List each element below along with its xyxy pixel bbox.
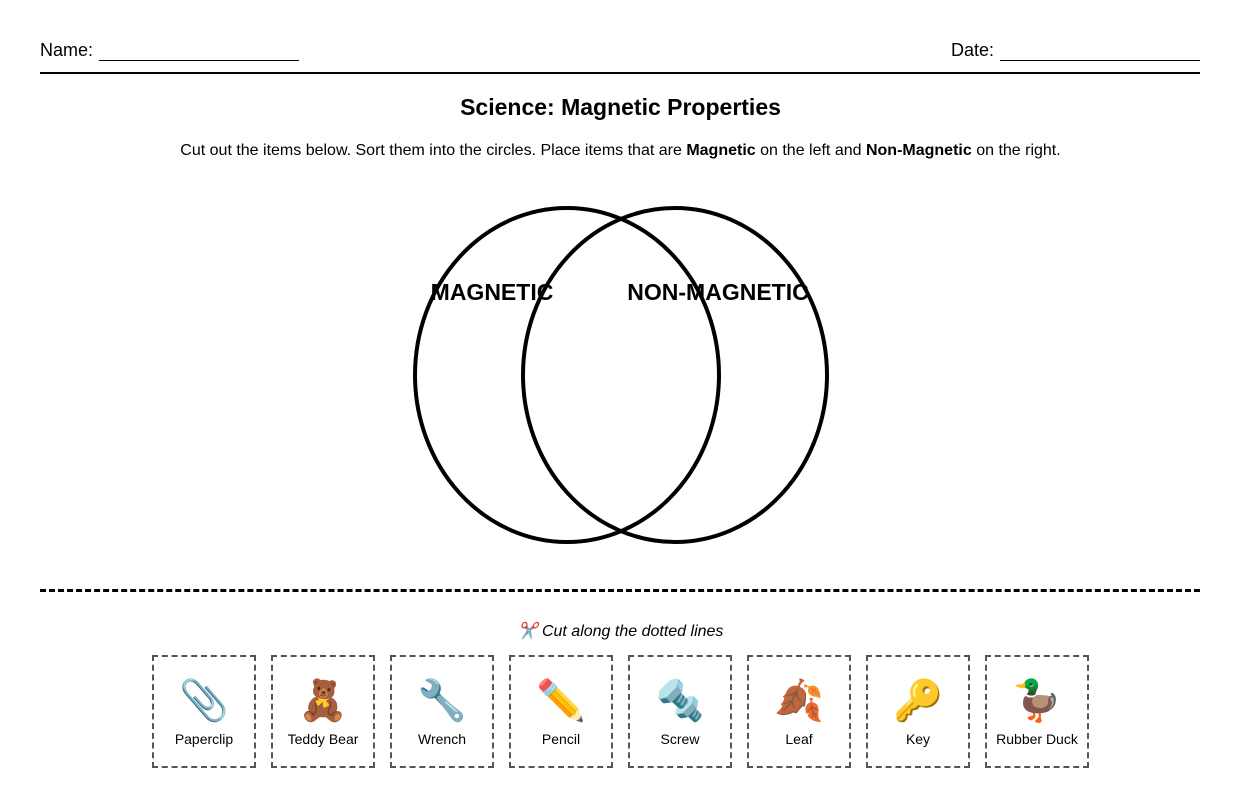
name-label: Name: bbox=[40, 40, 94, 60]
cutout-card-leaf[interactable]: 🍂 Leaf bbox=[747, 655, 851, 768]
instr-text: Cut out the items below. Sort them into … bbox=[180, 142, 687, 159]
date-line[interactable] bbox=[1000, 44, 1200, 61]
date-label: Date: bbox=[950, 40, 994, 60]
cutout-label: Key bbox=[905, 730, 931, 747]
instr-non-magnetic: Non-Magnetic bbox=[865, 142, 972, 159]
cutout-items: 📎 Paperclip 🧸 Teddy Bear 🔧 Wrench ✏️ Pencil 🔩 Scr… bbox=[152, 655, 1089, 768]
cutout-card-screw[interactable]: 🔩 Screw bbox=[628, 655, 732, 768]
worksheet-header: Name: Date: bbox=[40, 38, 1200, 74]
screw-icon: 🔩 bbox=[655, 678, 705, 723]
instr-magnetic: Magnetic bbox=[686, 142, 756, 159]
page-title: Science: Magnetic Properties bbox=[460, 94, 781, 120]
cutout-label: Screw bbox=[660, 730, 700, 747]
key-icon: 🔑 bbox=[893, 678, 943, 723]
name-field: Name: bbox=[40, 40, 300, 61]
cutout-label: Leaf bbox=[785, 730, 813, 747]
instr-text: on the right. bbox=[971, 142, 1061, 159]
cutout-label: Pencil bbox=[541, 730, 581, 747]
venn-diagram: MAGNETIC NON-MAGNETIC bbox=[413, 206, 829, 544]
cutout-card-teddy-bear[interactable]: 🧸 Teddy Bear bbox=[271, 655, 375, 768]
teddy-bear-icon: 🧸 bbox=[298, 678, 348, 723]
magnetic-label: MAGNETIC bbox=[431, 279, 554, 305]
rubber-duck-icon: 🦆 bbox=[1012, 678, 1062, 723]
leaf-icon: 🍂 bbox=[774, 678, 824, 723]
date-field: Date: bbox=[951, 40, 1200, 61]
cutout-label: Teddy Bear bbox=[287, 730, 359, 747]
pencil-icon: ✏️ bbox=[536, 678, 586, 723]
name-line[interactable] bbox=[99, 44, 300, 61]
cut-note: ✂️ Cut along the dotted lines bbox=[0, 621, 1241, 641]
magnetic-circle bbox=[413, 206, 721, 544]
cutout-label: Paperclip bbox=[174, 730, 234, 747]
non-magnetic-label: NON-MAGNETIC bbox=[627, 279, 808, 305]
instr-text: on the left and bbox=[755, 142, 866, 159]
cutout-card-rubber-duck[interactable]: 🦆 Rubber Duck bbox=[985, 655, 1089, 768]
cutout-card-wrench[interactable]: 🔧 Wrench bbox=[390, 655, 494, 768]
cut-line bbox=[40, 589, 1200, 592]
scissors-icon: ✂️ bbox=[517, 623, 538, 640]
cutout-card-key[interactable]: 🔑 Key bbox=[866, 655, 970, 768]
cutout-label: Wrench bbox=[418, 730, 466, 747]
paperclip-icon: 📎 bbox=[179, 678, 229, 723]
cutout-card-pencil[interactable]: ✏️ Pencil bbox=[509, 655, 613, 768]
wrench-icon: 🔧 bbox=[417, 678, 467, 723]
instructions: Cut out the items below. Sort them into … bbox=[0, 142, 1241, 160]
cutout-card-paperclip[interactable]: 📎 Paperclip bbox=[152, 655, 256, 768]
cutout-label: Rubber Duck bbox=[996, 730, 1078, 747]
cut-note-text: Cut along the dotted lines bbox=[541, 623, 724, 640]
non-magnetic-circle bbox=[521, 206, 829, 544]
